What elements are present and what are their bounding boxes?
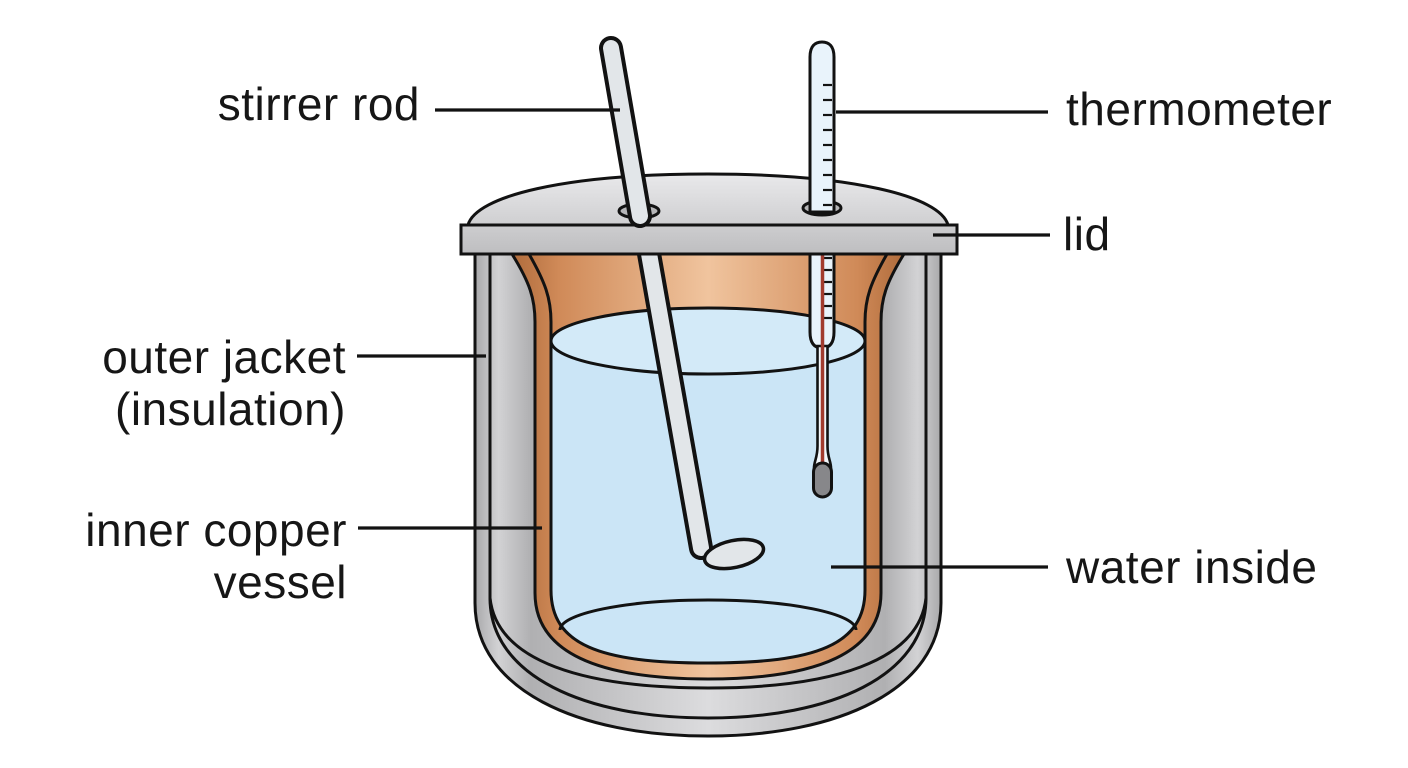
outer-jacket-cavity-bottom-line	[488, 597, 928, 690]
label-inner-vessel-line2: vessel	[213, 556, 347, 608]
copper-wall-inner-line-right	[863, 253, 889, 342]
label-water-inside: water inside	[1066, 541, 1318, 593]
water-surface	[549, 306, 867, 376]
thermometer-ticks-upper	[823, 83, 832, 207]
copper-wall-inner-line-left	[527, 253, 553, 342]
stirrer-rod-lower	[640, 240, 709, 556]
thermometer	[808, 248, 836, 499]
label-inner-vessel: inner copper vessel	[85, 504, 347, 608]
stirrer-paddle	[702, 537, 766, 571]
label-stirrer-rod: stirrer rod	[217, 78, 420, 130]
thermometer-bulb	[812, 461, 833, 499]
stirrer-rod-upper	[599, 36, 652, 228]
stirrer-rod-upper-core	[603, 40, 648, 224]
leader-lines	[357, 108, 1050, 569]
label-outer-jacket-line1: outer jacket	[102, 331, 346, 383]
lid-dome	[466, 172, 950, 227]
thermometer-upper	[808, 40, 836, 214]
thermometer-tube-upper	[808, 40, 836, 214]
label-thermometer: thermometer	[1066, 83, 1333, 135]
label-outer-jacket: outer jacket (insulation)	[102, 331, 346, 435]
water-body	[549, 339, 867, 665]
lid	[459, 172, 959, 256]
outer-jacket-inner-wall-line	[488, 254, 928, 720]
water	[549, 306, 867, 665]
vessel-bottom-arc	[558, 598, 858, 631]
label-outer-jacket-line2: (insulation)	[115, 383, 346, 435]
lid-band	[459, 223, 959, 256]
label-inner-vessel-line1: inner copper	[85, 504, 347, 556]
label-lid: lid	[1063, 208, 1111, 260]
stirrer-rod	[636, 236, 766, 571]
thermometer-ticks-lower	[823, 256, 832, 320]
